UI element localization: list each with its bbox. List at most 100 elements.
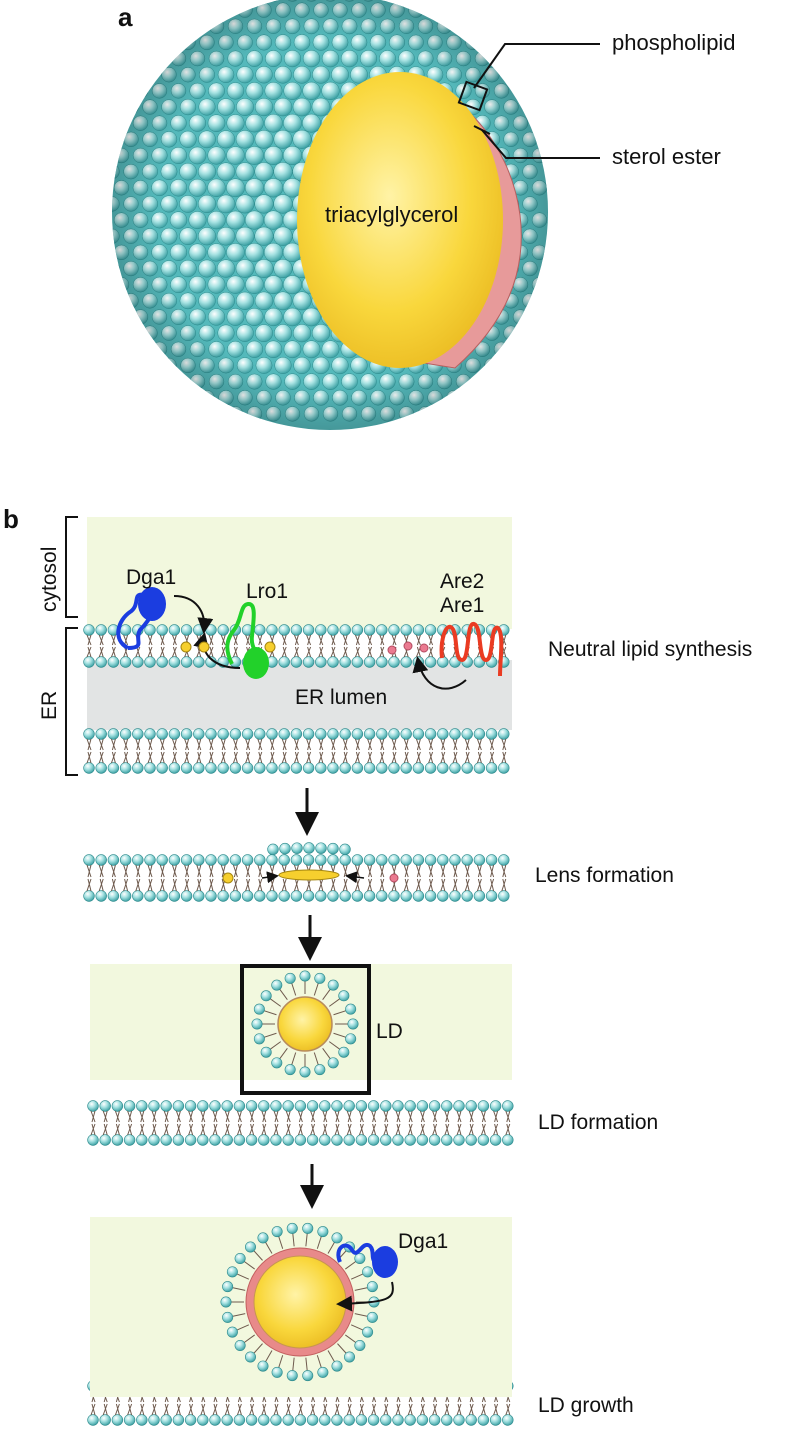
phospholipid-head	[270, 1100, 282, 1112]
lipid-tail	[379, 634, 385, 646]
phospholipid-head	[477, 1134, 490, 1146]
phospholipid-head	[271, 1366, 283, 1378]
lipid-tail	[501, 738, 507, 751]
phospholipid-head	[319, 1100, 331, 1112]
phospholipid-head	[229, 854, 242, 866]
phospholipid-head	[111, 1134, 124, 1146]
lipid-tail	[151, 1123, 157, 1136]
phospholipid-head	[254, 728, 266, 740]
phospholipid-head	[123, 1414, 136, 1426]
lipid-tail	[163, 1403, 169, 1416]
ld-core-growing	[253, 1255, 347, 1349]
tag-molecule	[264, 641, 276, 653]
phospholipid-head	[266, 624, 278, 636]
phospholipid-head	[331, 1360, 343, 1372]
phospholipid-head	[338, 1046, 350, 1058]
phospholipid-head	[315, 762, 327, 774]
phospholipid-head	[217, 890, 229, 902]
phospholipid-head	[160, 1100, 172, 1112]
phospholipid-head	[132, 728, 144, 740]
lipid-tail	[220, 738, 226, 751]
phospholipid-head	[376, 762, 388, 774]
phospholipid-head	[132, 762, 144, 774]
lipid-tail	[123, 878, 129, 892]
lipid-tail	[358, 1403, 364, 1416]
phospholipid-head	[376, 854, 388, 866]
lipid-tail	[318, 646, 324, 658]
phospholipid-head	[111, 1100, 124, 1112]
ld-label: LD	[376, 1020, 403, 1043]
phospholipid-head	[156, 728, 168, 740]
phospholipid-head	[314, 1064, 326, 1076]
lipid-tail	[354, 878, 360, 892]
phospholipid-head	[290, 762, 303, 774]
phospholipid-head	[363, 854, 376, 866]
lipid-tail	[310, 1123, 316, 1136]
lipid-tail	[501, 751, 507, 764]
phospholipid-head	[222, 1311, 234, 1323]
lipid-tail	[285, 1110, 291, 1123]
lipid-tail	[354, 634, 360, 646]
phospholipid-head	[241, 762, 254, 774]
phospholipid-head	[449, 728, 461, 740]
lipid-tail	[86, 751, 92, 764]
phospholipid-head	[180, 656, 193, 668]
phospholipid-head	[184, 1100, 197, 1112]
lipid-tail	[257, 634, 263, 646]
phospholipid-head	[367, 1100, 380, 1112]
phospholipid-head	[107, 728, 120, 740]
lipid-tail	[114, 1123, 120, 1136]
phospholipid-head	[132, 656, 144, 668]
phospholipid-head	[205, 624, 217, 636]
lipid-tail	[196, 878, 202, 892]
lipid-tail	[464, 738, 470, 751]
phospholipid-head	[388, 656, 400, 668]
phospholipid-head	[437, 728, 449, 740]
dga1-label: Dga1	[126, 566, 176, 589]
phospholipid-head	[345, 1033, 357, 1045]
phospholipid-head	[327, 854, 339, 866]
phospholipid-head	[489, 1134, 502, 1146]
lipid-tail	[285, 1403, 291, 1416]
phospholipid-head	[299, 1066, 311, 1078]
phospholipid-head	[363, 728, 376, 740]
phospholipid-head	[461, 890, 473, 902]
phospholipid-head	[123, 1100, 136, 1112]
lipid-tail	[293, 738, 299, 751]
phospholipid-head	[266, 890, 278, 902]
phospholipid-head	[180, 762, 193, 774]
lipid-tail	[354, 738, 360, 751]
stage-ld-formation-label: LD formation	[538, 1111, 658, 1134]
phospholipid-head	[388, 890, 400, 902]
phospholipid-head	[244, 1241, 256, 1253]
lipid-tail	[444, 1110, 450, 1123]
phospholipid-bead	[512, 83, 529, 99]
lipid-tail	[383, 1403, 389, 1416]
lipid-tail	[419, 1110, 425, 1123]
lipid-tail	[383, 1110, 389, 1123]
lipid-tail	[212, 1110, 218, 1123]
phospholipid-head	[119, 762, 132, 774]
phospholipid-head	[217, 854, 229, 866]
dga1-growth-label: Dga1	[398, 1230, 448, 1253]
lipid-tail	[208, 738, 214, 751]
phospholipid-head	[428, 1134, 441, 1146]
lipid-tail	[493, 1123, 499, 1136]
phospholipid-head	[453, 1414, 465, 1426]
phospholipid-head	[327, 979, 339, 991]
lipid-tail	[391, 738, 397, 751]
phospholipid-head	[209, 1414, 221, 1426]
phospholipid-head	[83, 656, 95, 668]
phospholipid-head	[344, 1351, 356, 1363]
lipid-tail	[98, 751, 104, 764]
lipid-tail	[464, 878, 470, 892]
phospholipid-head	[144, 728, 156, 740]
lens	[278, 869, 340, 881]
phospholipid-head	[339, 890, 351, 902]
lipid-tail	[171, 751, 177, 764]
lipid-tail	[123, 751, 129, 764]
phospholipid-head	[453, 1134, 465, 1146]
lipid-tail	[232, 646, 238, 658]
phospholipid-head	[257, 1360, 269, 1372]
